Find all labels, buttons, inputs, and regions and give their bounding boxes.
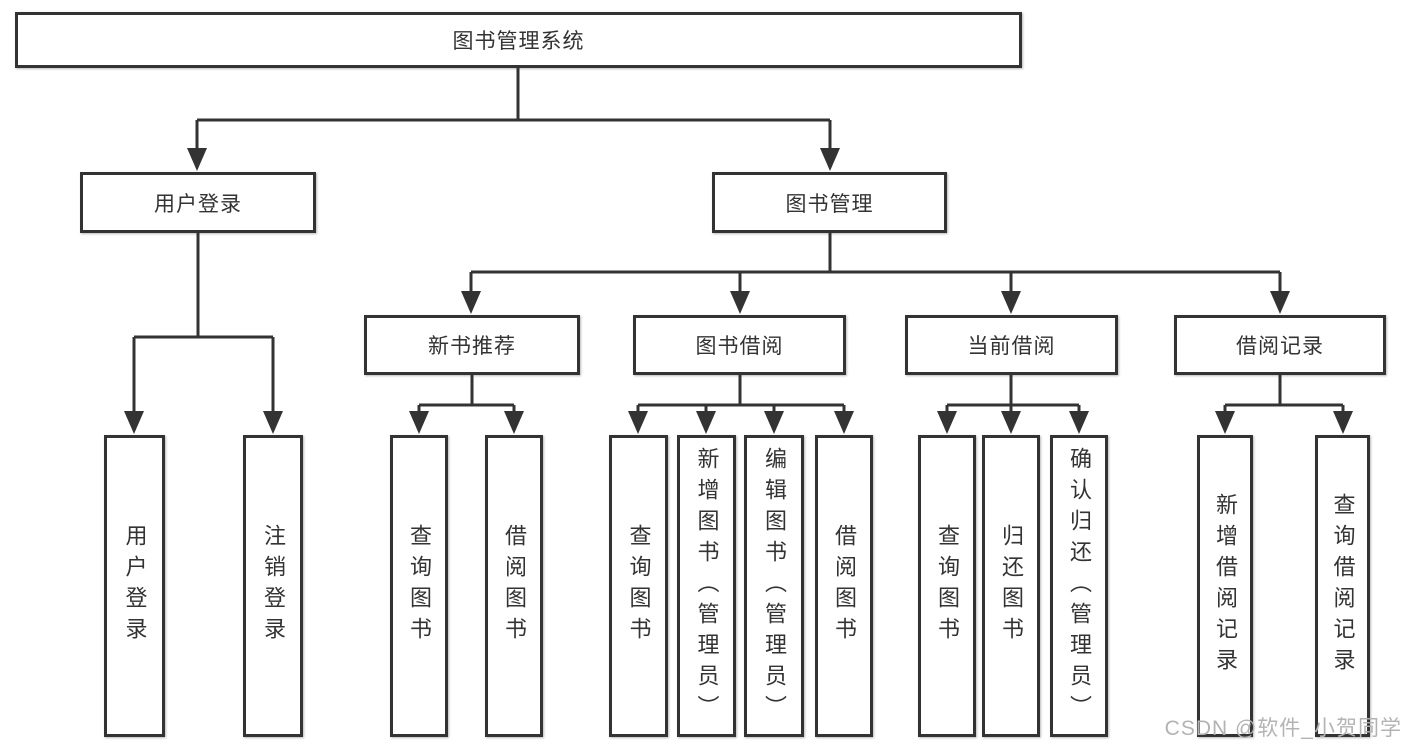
- node-book-mgmt: 图书管理: [712, 172, 947, 233]
- node-current-borrow-label: 当前借阅: [967, 335, 1056, 358]
- edge-root-to-level2: [187, 68, 840, 171]
- node-book-mgmt-label: 图书管理: [785, 192, 874, 216]
- leaf-bb-query-books: 查询图书: [609, 435, 668, 737]
- leaf-br-add-record: 新增借阅记录: [1197, 435, 1253, 737]
- node-new-book-rec-label: 新书推荐: [428, 335, 516, 358]
- node-user-login: 用户登录: [80, 172, 316, 233]
- node-borrow-records-label: 借阅记录: [1236, 335, 1324, 358]
- leaf-rec-borrow-books: 借阅图书: [485, 435, 543, 737]
- leaf-bb-borrow-books: 借阅图书: [815, 435, 873, 737]
- edge-book-mgmt-to-level3: [461, 233, 1290, 314]
- node-book-borrow: 图书借阅: [633, 315, 846, 375]
- leaf-bb-add-books: 新增图书（管理员）: [677, 435, 736, 737]
- leaf-rec-query-books-label: 查询图书: [407, 524, 432, 648]
- leaf-user-login-label: 用户登录: [122, 524, 148, 648]
- leaf-cb-confirm-return-label: 确认归还（管理员）: [1067, 446, 1092, 726]
- edge-user-login-to-leaves: [124, 233, 283, 434]
- node-root: 图书管理系统: [15, 12, 1022, 68]
- edge-borrow-records-to-leaves: [1215, 375, 1353, 434]
- node-user-login-label: 用户登录: [154, 192, 242, 216]
- leaf-cb-query-books-label: 查询图书: [935, 524, 960, 648]
- leaf-cb-return-books-label: 归还图书: [999, 524, 1024, 648]
- leaf-user-login: 用户登录: [104, 435, 165, 737]
- leaf-rec-query-books: 查询图书: [390, 435, 448, 737]
- csdn-watermark: CSDN @软件_小贺同学: [1164, 717, 1402, 740]
- leaf-rec-borrow-books-label: 借阅图书: [502, 524, 527, 648]
- leaf-br-add-record-label: 新增借阅记录: [1213, 493, 1238, 679]
- node-book-borrow-label: 图书借阅: [695, 335, 784, 358]
- node-root-label: 图书管理系统: [452, 30, 585, 53]
- leaf-cb-query-books: 查询图书: [918, 435, 976, 737]
- leaf-logout: 注销登录: [243, 435, 303, 737]
- leaf-bb-borrow-books-label: 借阅图书: [832, 524, 857, 648]
- node-new-book-rec: 新书推荐: [364, 315, 580, 375]
- leaf-br-query-record-label: 查询借阅记录: [1330, 493, 1356, 679]
- leaf-logout-label: 注销登录: [261, 524, 286, 648]
- node-borrow-records: 借阅记录: [1174, 315, 1386, 375]
- leaf-bb-query-books-label: 查询图书: [626, 524, 652, 648]
- edge-book-borrow-to-leaves: [628, 375, 854, 434]
- edge-current-borrow-to-leaves: [937, 375, 1089, 434]
- leaf-bb-edit-books: 编辑图书（管理员）: [744, 435, 804, 737]
- leaf-bb-edit-books-label: 编辑图书（管理员）: [762, 446, 787, 726]
- leaf-cb-return-books: 归还图书: [982, 435, 1040, 737]
- leaf-bb-add-books-label: 新增图书（管理员）: [694, 446, 720, 726]
- leaf-br-query-record: 查询借阅记录: [1315, 435, 1370, 737]
- leaf-cb-confirm-return: 确认归还（管理员）: [1050, 435, 1108, 737]
- edge-new-book-rec-to-leaves: [409, 375, 524, 434]
- node-current-borrow: 当前借阅: [905, 315, 1118, 375]
